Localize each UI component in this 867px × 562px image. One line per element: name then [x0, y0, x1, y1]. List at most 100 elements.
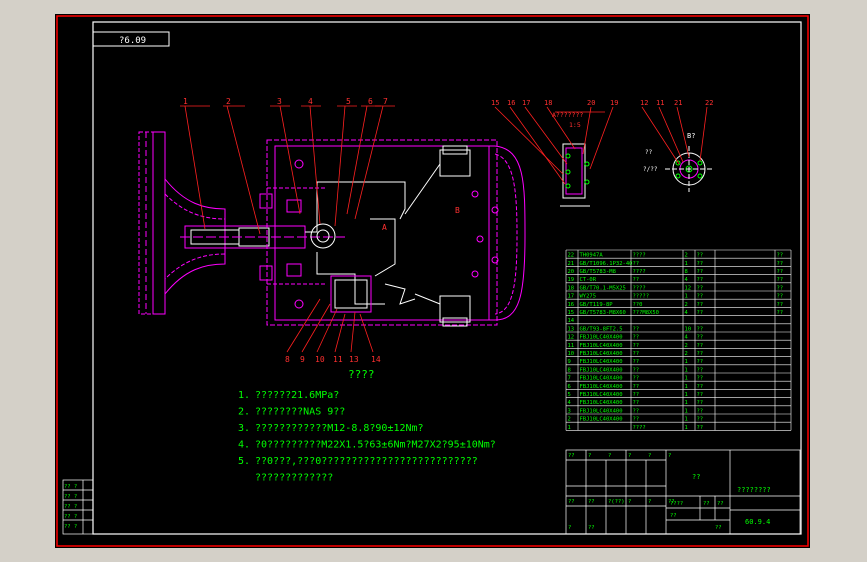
bom-cell: 11 [568, 343, 575, 349]
bom-cell: ?? [697, 408, 704, 414]
bom-cell: FBJ10LC40X400 [580, 384, 623, 390]
title-block[interactable] [565, 449, 801, 535]
bom-cell: ???? [633, 269, 646, 275]
note-number: 5. [238, 456, 250, 467]
bom-cell: 1 [685, 359, 688, 365]
bom-cell: 1 [568, 425, 571, 431]
bom-cell: GB/T5783-M8X60 [580, 310, 626, 316]
outer-frame [56, 15, 809, 547]
part-code: 60.9.4 [745, 518, 770, 526]
bom-cell: ?? [697, 253, 704, 259]
title-cell: ? [568, 525, 571, 531]
balloon-label: 10 [315, 355, 325, 364]
balloon-label: 11 [333, 355, 343, 364]
leaders-top [180, 105, 395, 235]
note-number: 1. [238, 390, 250, 401]
title-cell: ? [648, 499, 651, 505]
bom-cell: ?? [697, 367, 704, 373]
leaders-section-b [641, 106, 708, 165]
technical-notes: 1.??????21.6MPa?2.????????NAS 9??3.?????… [238, 390, 496, 484]
bom-cell: 15 [568, 310, 575, 316]
section-b-view[interactable] [665, 146, 713, 192]
drawing-canvas[interactable]: ?6.09 [55, 14, 810, 548]
title-cell: ?? [568, 453, 575, 459]
view-a-label: A [382, 223, 387, 232]
bom-cell: 16 [568, 302, 575, 308]
bom-cell: 12 [568, 335, 575, 341]
bom-cell: ?? [633, 367, 640, 373]
bom-cell: ?? [633, 351, 640, 357]
bom-cell: ?? [697, 335, 704, 341]
bom-cell: FBJ10LC40X400 [580, 392, 623, 398]
bom-cell: 6 [568, 384, 571, 390]
title-cell: ? [588, 453, 591, 459]
bom-cell: ?? [777, 285, 784, 291]
note-text: ????????????M12-8.8?90±12Nm? [255, 423, 424, 434]
title-cell: ? [628, 453, 631, 459]
bom-cell: ???? [633, 425, 646, 431]
bom-cell: ?? [697, 326, 704, 332]
bom-cell: ?? [697, 384, 704, 390]
balloon-label: 19 [610, 99, 618, 107]
bom-cell: 10 [685, 326, 692, 332]
code-box-text: ?6.09 [119, 36, 146, 46]
bom-cell: FBJ10LC40X400 [580, 359, 623, 365]
bom-cell: FBJ10LC40X400 [580, 417, 623, 423]
leaders-section-a [494, 106, 614, 185]
section-a-view[interactable] [560, 143, 590, 207]
bom-cell: 2 [685, 343, 688, 349]
bom-cell: 1 [685, 261, 688, 267]
bom-cell: 7 [568, 376, 571, 382]
bom-cell: 21 [568, 261, 575, 267]
balloon-label: 3 [277, 97, 282, 106]
title-cell: ?? [568, 499, 575, 505]
bom-cell: ?? [777, 294, 784, 300]
bom-cell: ?? [697, 351, 704, 357]
inner-frame [92, 21, 802, 535]
bom-cell: 2 [685, 302, 688, 308]
bom-cell: ?? [633, 400, 640, 406]
bom-cell: ?? [633, 335, 640, 341]
bom-cell: FBJ10LC40X400 [580, 343, 623, 349]
bom-cell: 8 [568, 367, 571, 373]
bom-cell: FBJ10LC40X400 [580, 400, 623, 406]
note-number: 4. [238, 440, 250, 451]
title-block-text: ????????60.9.4??????????????(??)????????… [568, 453, 771, 531]
balloon-label: 9 [300, 355, 305, 364]
bom-cell: 9 [568, 359, 571, 365]
balloon-label: 8 [285, 355, 290, 364]
balloon-label: 1 [183, 97, 188, 106]
main-view[interactable] [138, 131, 526, 327]
bom-cell: ?? [777, 253, 784, 259]
bom-cell: ?? [697, 285, 704, 291]
bom-cell: ?? [697, 392, 704, 398]
bom-cell: FBJ10LC40X400 [580, 351, 623, 357]
bom-cell: 19 [568, 277, 575, 283]
bom-cell: ?? [633, 326, 640, 332]
bom-cell: ???? [633, 253, 646, 259]
bom-cell: ?? [697, 310, 704, 316]
bom-cell: ?? [633, 417, 640, 423]
note-number: 3. [238, 423, 250, 434]
note-text: ??0???,???0?????????????????????????? [255, 456, 478, 467]
bom-cell: 1 [685, 408, 688, 414]
bom-cell: 17 [568, 294, 575, 300]
view-b-label: B [455, 206, 460, 215]
bom-cell: WY275 [580, 294, 597, 300]
left-table-text: ?? ??? ??? ??? ??? ? [64, 484, 77, 530]
title-cell: ? [668, 453, 671, 459]
title-center-label: ?? [692, 473, 700, 481]
balloon-label: 15 [491, 99, 499, 107]
bom-cell: 1 [685, 425, 688, 431]
note-text: ????????????? [255, 473, 333, 484]
bom-cell: ?? [697, 302, 704, 308]
bom-cell: 18 [568, 285, 575, 291]
bom-cell: ?? [697, 269, 704, 275]
section-b-title: B? [687, 132, 695, 140]
left-table-cell: ?? ? [64, 494, 77, 500]
section-b-sub1: ?? [645, 149, 653, 156]
bom-cell: 4 [685, 310, 689, 316]
